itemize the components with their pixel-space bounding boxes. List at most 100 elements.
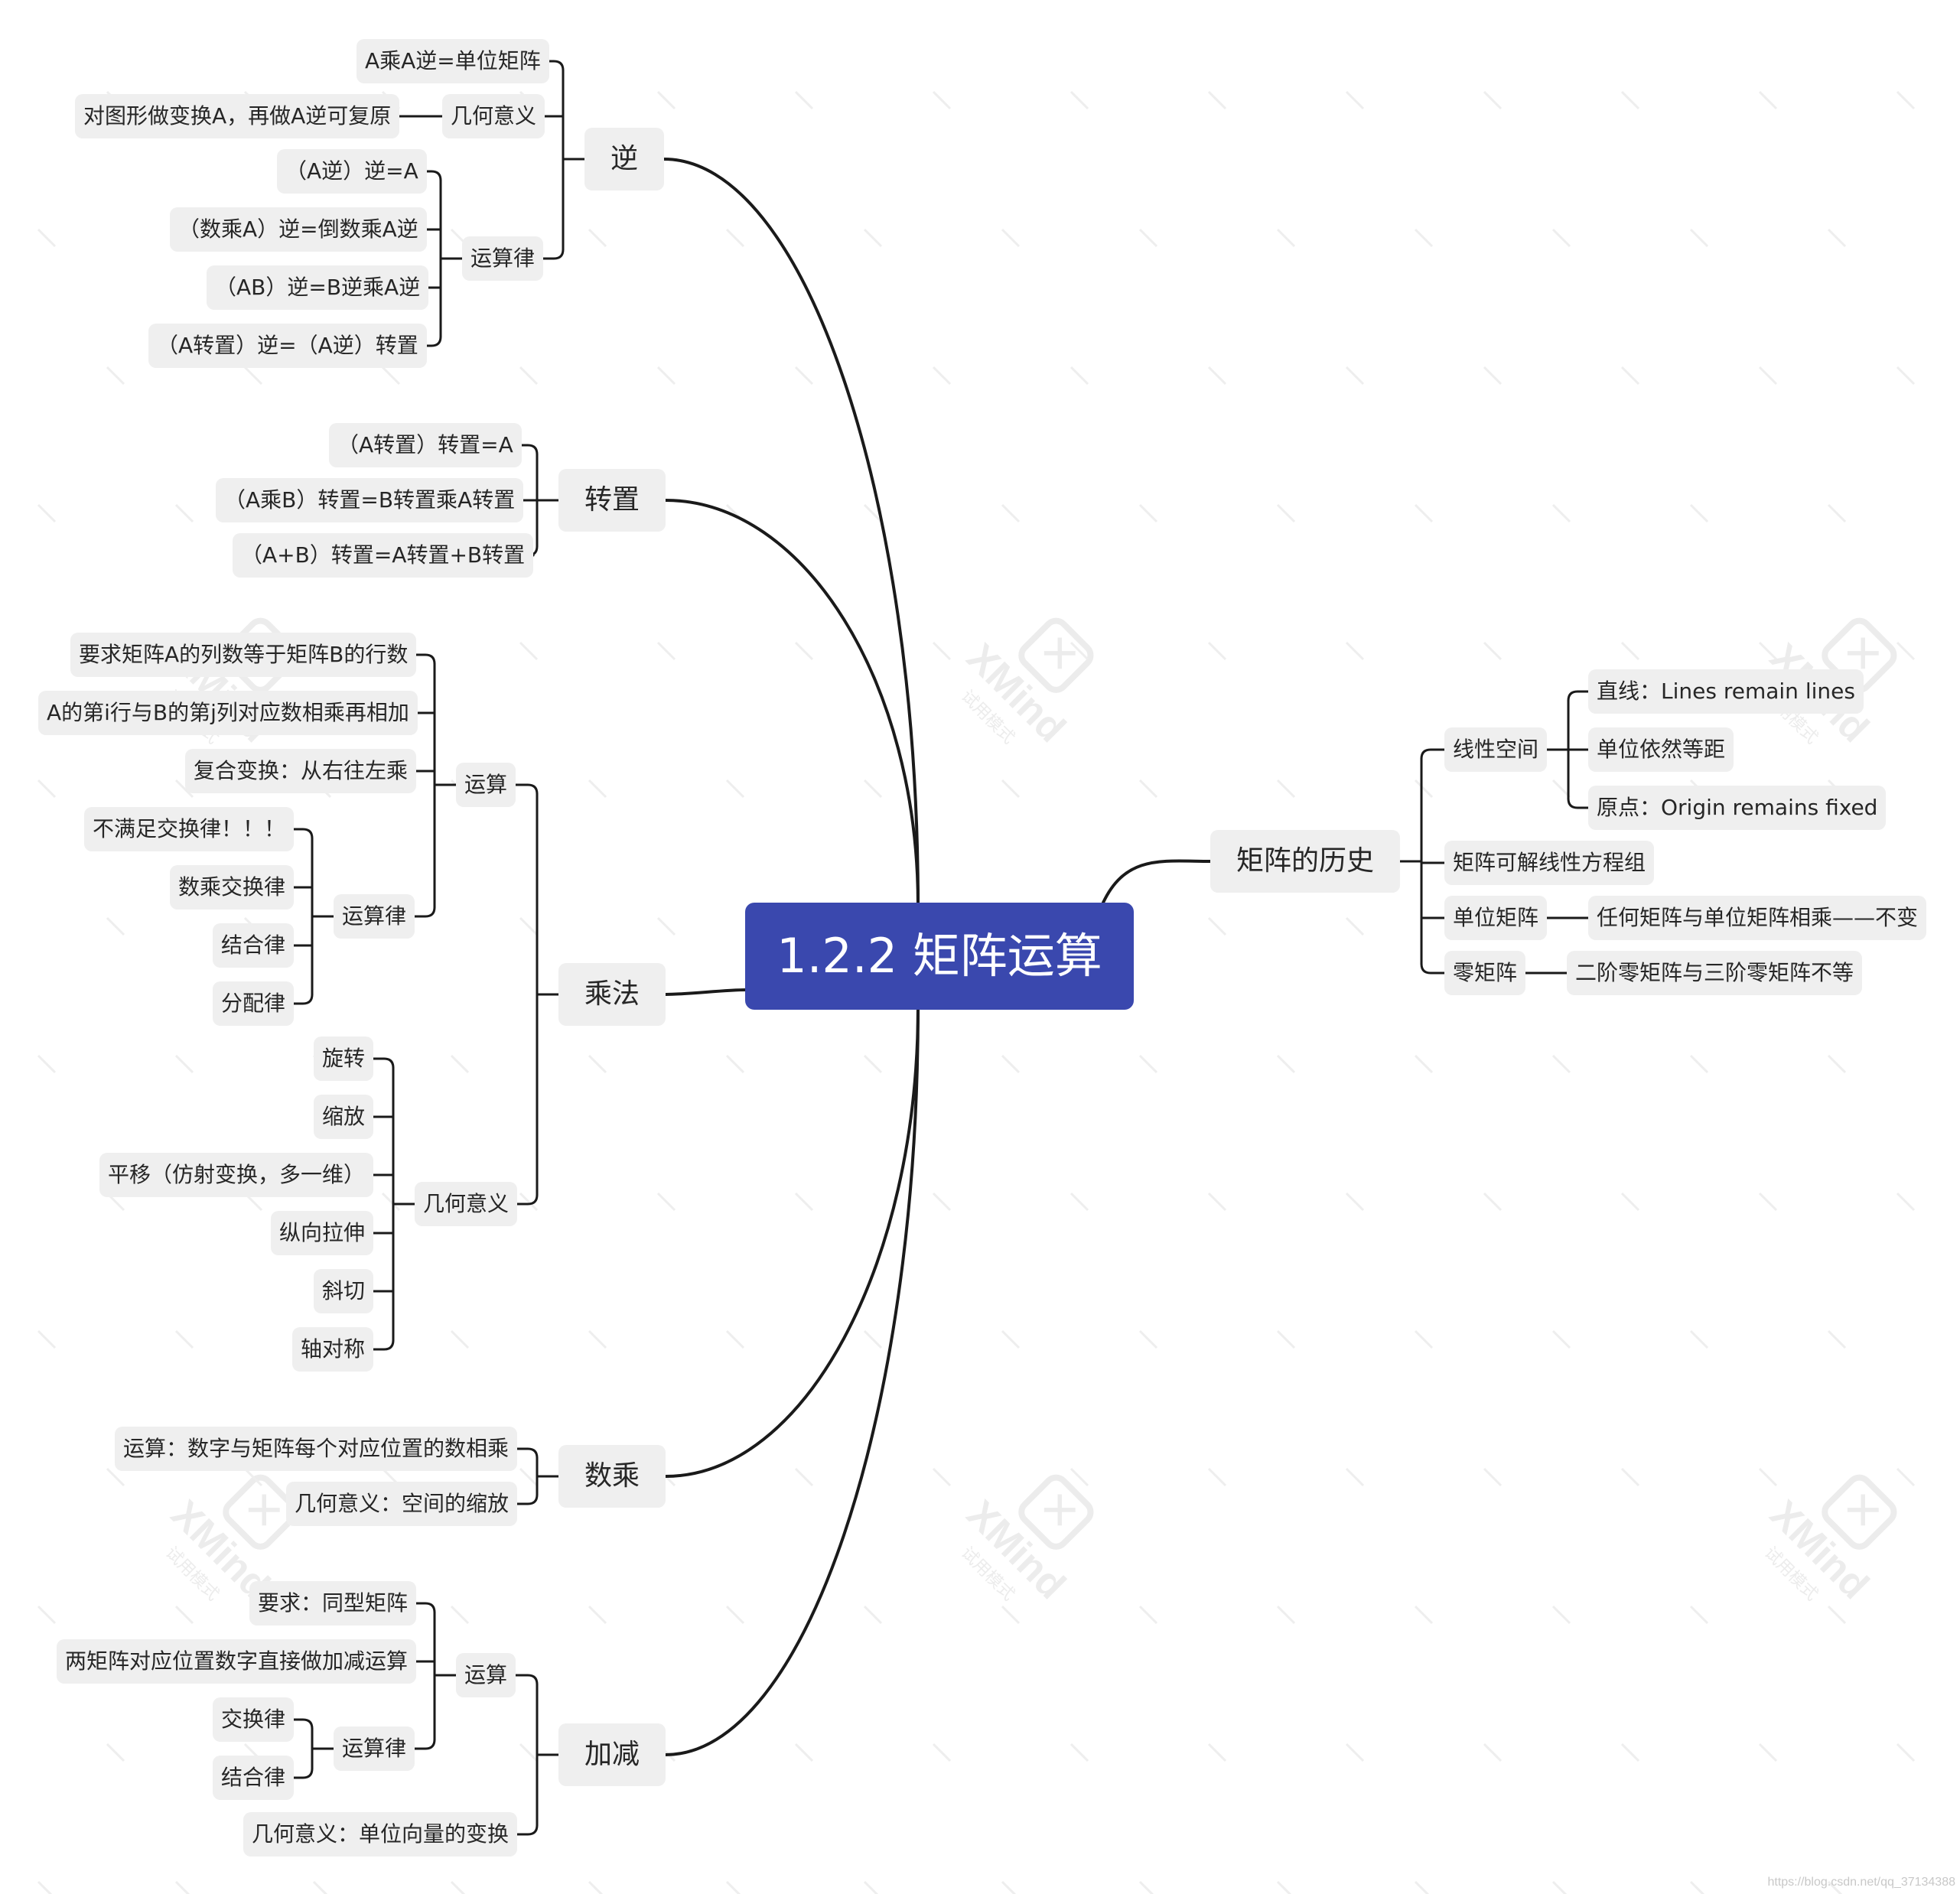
addsub-rule-1[interactable]: 交换律 xyxy=(213,1697,295,1742)
bg-tick xyxy=(519,1743,539,1762)
bg-tick xyxy=(1345,916,1365,936)
topic-addsub[interactable]: 加减 xyxy=(558,1723,666,1786)
history-unit[interactable]: 单位矩阵 xyxy=(1444,896,1548,940)
bg-tick xyxy=(1896,90,1916,110)
bg-tick xyxy=(656,641,676,661)
scalar-item-2[interactable]: 几何意义：空间的缩放 xyxy=(286,1482,518,1526)
multiply-geometry[interactable]: 几何意义 xyxy=(415,1182,518,1226)
bg-tick xyxy=(1070,1467,1089,1487)
multiply-geo-item-1[interactable]: 旋转 xyxy=(314,1036,374,1081)
bg-tick xyxy=(1414,1329,1434,1349)
bg-tick xyxy=(1689,1605,1709,1625)
multiply-geo-item-6[interactable]: 轴对称 xyxy=(292,1327,374,1372)
bg-tick xyxy=(37,779,57,799)
topic-scalar[interactable]: 数乘 xyxy=(558,1445,666,1508)
bg-tick xyxy=(1070,366,1089,386)
inverse-rule-4[interactable]: （A转置）逆=（A逆）转置 xyxy=(148,324,427,368)
bg-tick xyxy=(725,1054,745,1074)
bg-tick xyxy=(1138,503,1158,523)
multiply-rule-1[interactable]: 不满足交换律！！！ xyxy=(84,807,295,851)
bg-tick xyxy=(1689,503,1709,523)
bg-tick xyxy=(794,90,814,110)
history-linear-item-1[interactable]: 直线：Lines remain lines xyxy=(1588,669,1864,714)
addsub-geometry[interactable]: 几何意义：单位向量的变换 xyxy=(243,1812,518,1857)
addsub-operation[interactable]: 运算 xyxy=(456,1653,516,1697)
history-zero-item[interactable]: 二阶零矩阵与三阶零矩阵不等 xyxy=(1567,951,1863,995)
multiply-op-item-2[interactable]: A的第i行与B的第j列对应数相乘再相加 xyxy=(38,691,418,735)
bg-tick xyxy=(725,228,745,248)
bg-tick xyxy=(450,1605,470,1625)
multiply-operation[interactable]: 运算 xyxy=(456,763,516,807)
transpose-item-2[interactable]: （A乘B）转置=B转置乘A转置 xyxy=(216,478,524,522)
bg-tick xyxy=(1138,1329,1158,1349)
multiply-rules[interactable]: 运算律 xyxy=(334,894,415,939)
bg-tick xyxy=(37,1880,53,1894)
history-linear-item-3[interactable]: 原点：Origin remains fixed xyxy=(1588,786,1887,830)
bg-tick xyxy=(381,366,401,386)
bg-tick xyxy=(1345,90,1365,110)
bg-tick xyxy=(37,1329,57,1349)
bg-tick xyxy=(1001,779,1021,799)
inverse-rule-1[interactable]: （A逆）逆=A xyxy=(277,149,427,194)
multiply-geo-item-3[interactable]: 平移（仿射变换，多一维） xyxy=(99,1153,374,1197)
transpose-item-3[interactable]: （A+B）转置=A转置+B转置 xyxy=(233,533,534,578)
bg-tick xyxy=(243,1467,263,1487)
topic-inverse[interactable]: 逆 xyxy=(584,128,665,190)
bg-tick xyxy=(37,228,57,248)
bg-tick xyxy=(1070,90,1089,110)
history-solvable[interactable]: 矩阵可解线性方程组 xyxy=(1444,841,1655,885)
history-linear[interactable]: 线性空间 xyxy=(1444,727,1548,772)
bg-tick xyxy=(1207,641,1227,661)
bg-tick xyxy=(1483,1467,1503,1487)
topic-history[interactable]: 矩阵的历史 xyxy=(1210,830,1401,893)
bg-tick xyxy=(1001,228,1021,248)
inverse-rule-3[interactable]: （AB）逆=B逆乘A逆 xyxy=(207,265,429,310)
addsub-op-item-2[interactable]: 两矩阵对应位置数字直接做加减运算 xyxy=(57,1639,417,1684)
multiply-geo-item-2[interactable]: 缩放 xyxy=(314,1095,374,1139)
bg-tick xyxy=(1896,1467,1916,1487)
topic-multiply[interactable]: 乘法 xyxy=(558,963,666,1026)
root-topic[interactable]: 1.2.2 矩阵运算 xyxy=(745,903,1134,1010)
inverse-rules[interactable]: 运算律 xyxy=(462,236,544,281)
multiply-op-item-3[interactable]: 复合变换：从右往左乘 xyxy=(185,749,417,793)
bg-tick xyxy=(1483,1743,1503,1762)
multiply-rule-2[interactable]: 数乘交换律 xyxy=(170,865,295,910)
multiply-geo-item-4[interactable]: 纵向拉伸 xyxy=(271,1211,374,1255)
bg-tick xyxy=(932,1467,952,1487)
addsub-op-item-1[interactable]: 要求：同型矩阵 xyxy=(249,1581,417,1626)
topic-transpose[interactable]: 转置 xyxy=(558,469,666,532)
bg-tick xyxy=(1276,1054,1296,1074)
bg-tick xyxy=(1896,366,1916,386)
bg-tick xyxy=(1551,779,1571,799)
bg-tick xyxy=(1620,90,1640,110)
history-linear-item-2[interactable]: 单位依然等距 xyxy=(1588,727,1734,772)
multiply-geo-item-5[interactable]: 斜切 xyxy=(314,1269,374,1313)
bg-tick xyxy=(1345,641,1365,661)
multiply-rule-4[interactable]: 分配律 xyxy=(213,981,295,1026)
bg-tick xyxy=(1551,1605,1571,1625)
multiply-rule-3[interactable]: 结合律 xyxy=(213,923,295,968)
addsub-rules[interactable]: 运算律 xyxy=(334,1726,415,1771)
history-zero[interactable]: 零矩阵 xyxy=(1444,951,1526,995)
bg-tick xyxy=(106,1467,125,1487)
bg-tick xyxy=(656,916,676,936)
history-unit-item[interactable]: 任何矩阵与单位矩阵相乘——不变 xyxy=(1588,896,1927,940)
multiply-op-item-1[interactable]: 要求矩阵A的列数等于矩阵B的行数 xyxy=(70,633,417,677)
scalar-item-1[interactable]: 运算：数字与矩阵每个对应位置的数相乘 xyxy=(115,1427,518,1471)
bg-tick xyxy=(1070,1743,1089,1762)
inverse-rule-2[interactable]: （数乘A）逆=倒数乘A逆 xyxy=(170,207,427,252)
inverse-geometry-item[interactable]: 对图形做变换A，再做A逆可复原 xyxy=(75,94,400,138)
inverse-geometry[interactable]: 几何意义 xyxy=(442,94,545,138)
addsub-rule-2[interactable]: 结合律 xyxy=(213,1756,295,1800)
bg-tick xyxy=(863,503,883,523)
inverse-identity[interactable]: A乘A逆=单位矩阵 xyxy=(357,39,549,83)
bg-tick xyxy=(106,916,125,936)
bg-tick xyxy=(588,1054,607,1074)
bg-tick xyxy=(1551,1880,1568,1894)
bg-tick xyxy=(1483,366,1503,386)
bg-tick xyxy=(1345,1467,1365,1487)
bg-tick xyxy=(588,1880,604,1894)
transpose-item-1[interactable]: （A转置）转置=A xyxy=(329,423,522,467)
bg-tick xyxy=(1207,1743,1227,1762)
bg-tick xyxy=(37,503,57,523)
